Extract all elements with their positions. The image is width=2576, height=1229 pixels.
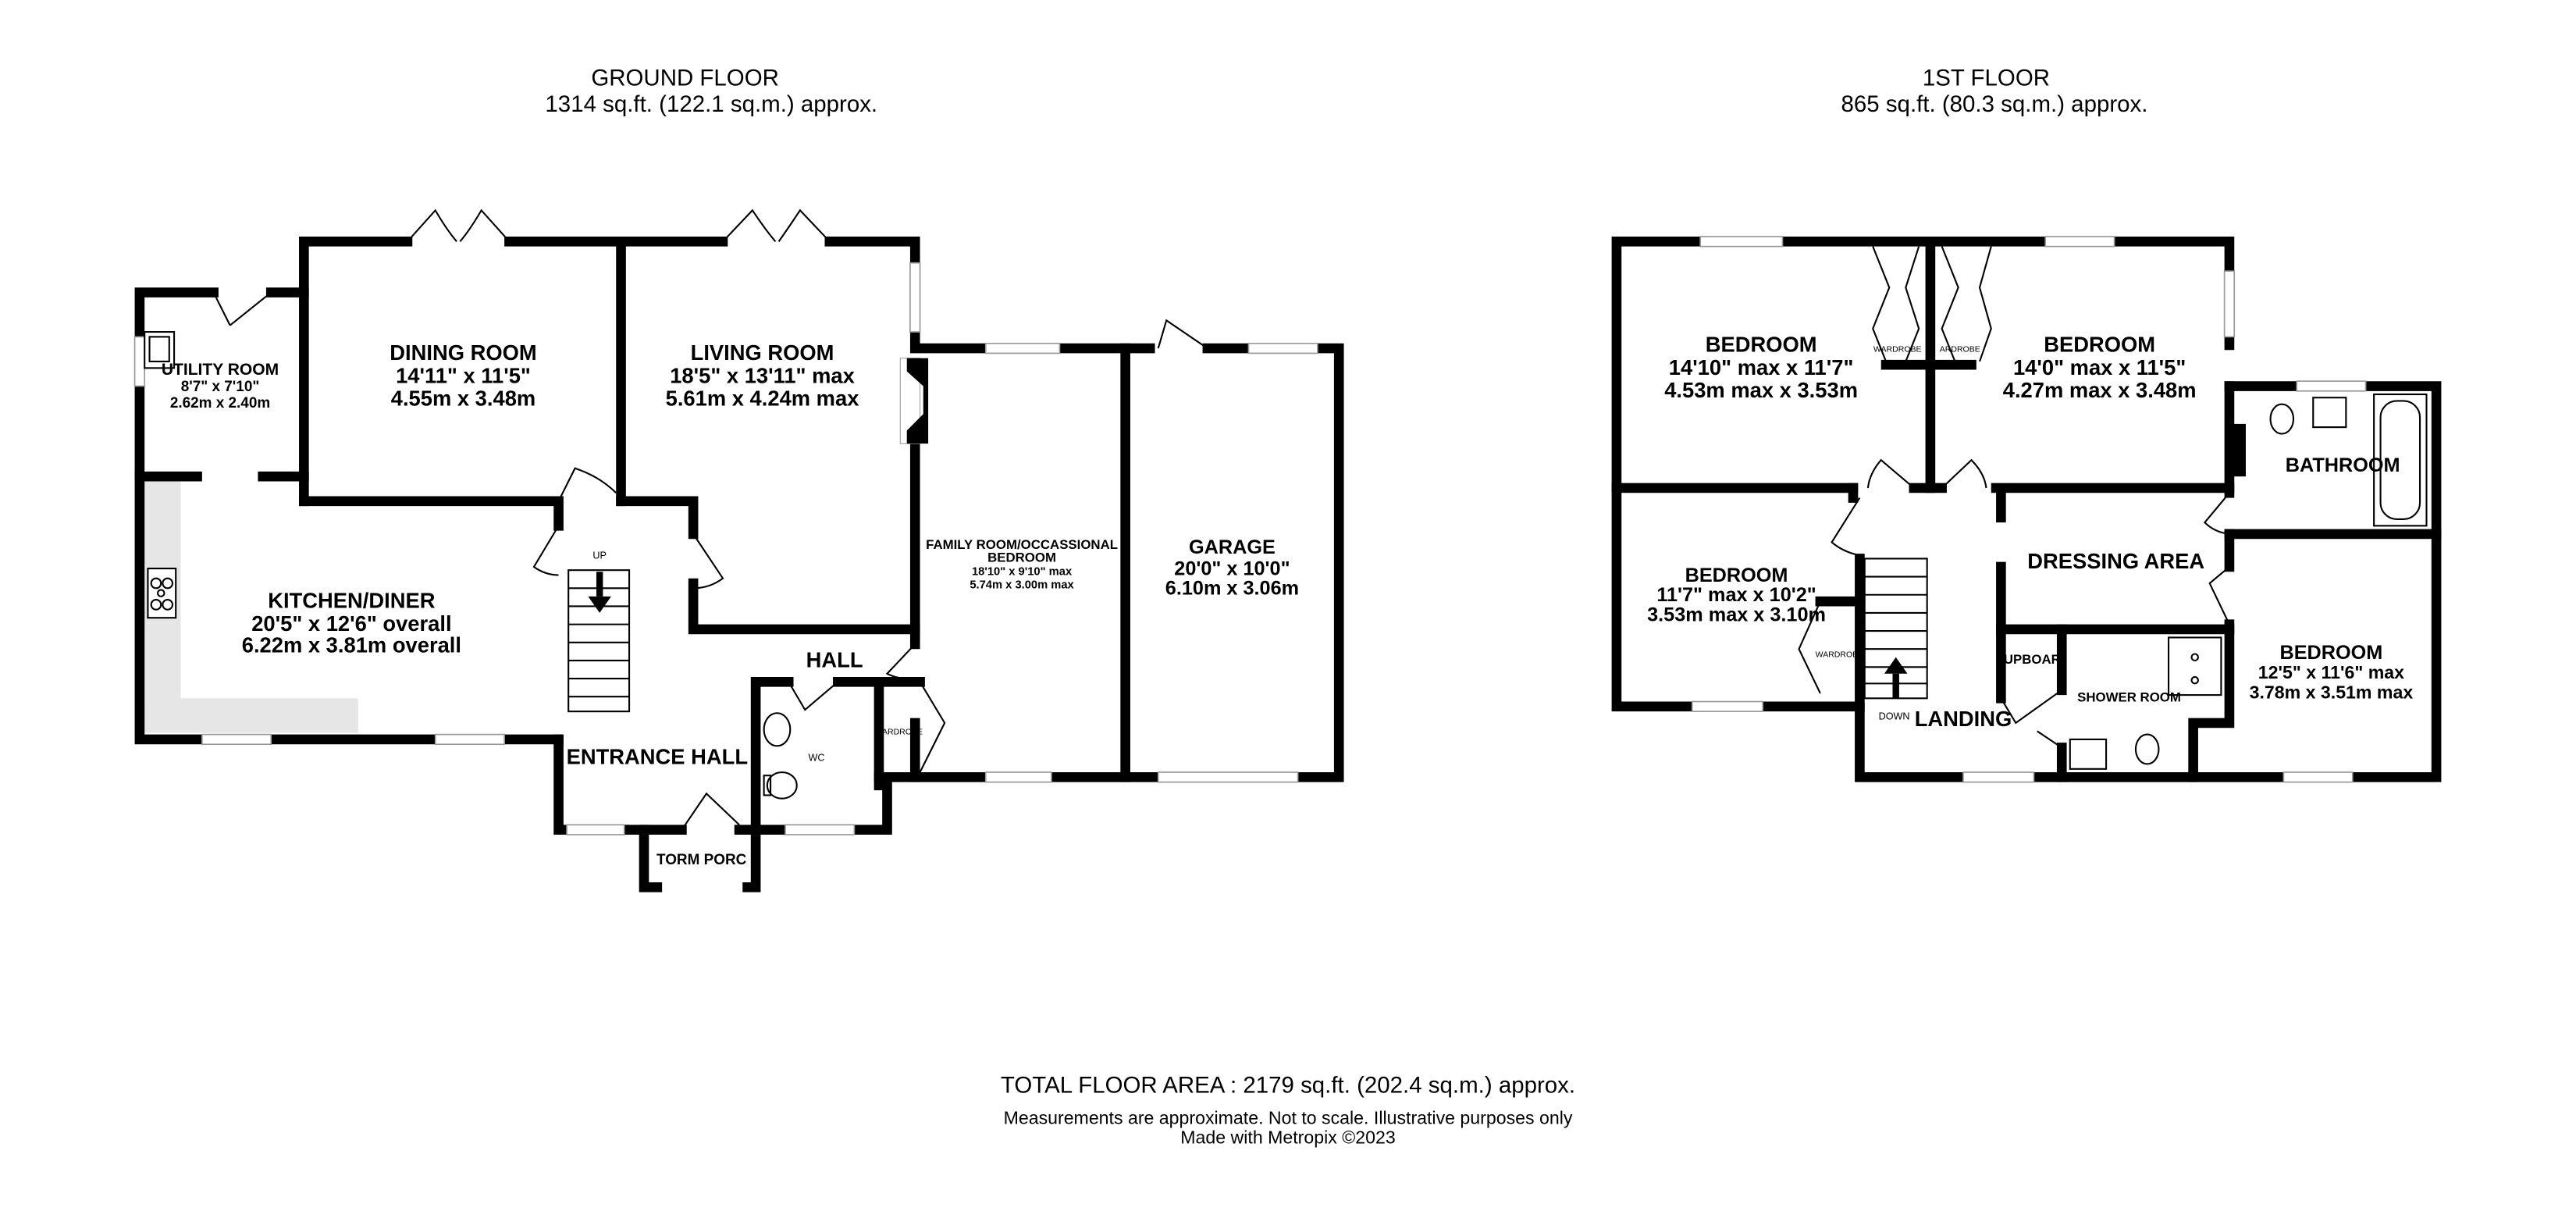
bedroom-4-imperial: 12'5" x 11'6" max [2258, 662, 2404, 682]
bedroom-3-imperial: 11'7" max x 10'2" [1656, 584, 1816, 606]
family-room-metric: 5.74m x 3.00m max [970, 579, 1074, 591]
wc-label: WC [808, 752, 824, 763]
first-floor-area: 865 sq.ft. (80.3 sq.m.) approx. [1841, 91, 2148, 117]
landing-label: LANDING [1915, 707, 2012, 731]
bedroom-4-label: BEDROOM [2279, 642, 2382, 664]
wardrobe-label: WARDROB [1816, 650, 1859, 660]
wardrobe-label: WARDROBE [1873, 344, 1922, 354]
toilet-icon [2269, 403, 2295, 435]
credit: Made with Metropix ©2023 [1180, 1127, 1395, 1148]
fireplace-icon [899, 358, 929, 444]
dressing-area-label: DRESSING AREA [2027, 549, 2204, 573]
total-floor-area: TOTAL FLOOR AREA : 2179 sq.ft. (202.4 sq… [1001, 1072, 1575, 1098]
basin-icon [763, 712, 792, 747]
living-room-label: LIVING ROOM [691, 340, 834, 365]
kitchen-metric: 6.22m x 3.81m overall [242, 632, 461, 657]
shower-room-label: SHOWER ROOM [2077, 690, 2181, 705]
kitchen-label: KITCHEN/DINER [268, 589, 435, 613]
wardrobe-label: ARDROBE [1940, 344, 1980, 354]
dining-room-label: DINING ROOM [390, 340, 536, 365]
garage-metric: 6.10m x 3.06m [1165, 578, 1299, 600]
stairs-down-label: DOWN [1879, 711, 1910, 722]
bedroom-1-metric: 4.53m max x 3.53m [1664, 378, 1858, 402]
hall-label: HALL [806, 647, 863, 671]
dining-room-imperial: 14'11" x 11'5" [396, 363, 531, 387]
basin-icon [2069, 738, 2108, 770]
dining-room-metric: 4.55m x 3.48m [391, 387, 535, 411]
bedroom-4-metric: 3.78m x 3.51m max [2250, 682, 2414, 702]
doors [1798, 246, 2230, 749]
kitchen-counter [144, 698, 358, 733]
sink-icon [144, 331, 176, 369]
bedroom-2-imperial: 14'0" max x 11'5" [2013, 355, 2186, 379]
utility-room-label: UTILITY ROOM [162, 361, 279, 379]
ground-floor-title: GROUND FLOOR [591, 65, 779, 91]
kitchen-imperial: 20'5" x 12'6" overall [251, 611, 451, 636]
living-room-imperial: 18'5" x 13'11" max [670, 363, 855, 387]
bathroom-label: BATHROOM [2286, 454, 2400, 476]
bedroom-3-metric: 3.53m max x 3.10m [1647, 604, 1826, 625]
toilet-icon [2134, 733, 2160, 765]
stairs-icon [1863, 558, 1928, 700]
bedroom-1-label: BEDROOM [1706, 332, 1817, 356]
doors [212, 208, 1208, 831]
ground-floor-area: 1314 sq.ft. (122.1 sq.m.) approx. [545, 91, 877, 117]
bath-icon [2373, 393, 2428, 527]
bedroom-3-label: BEDROOM [1685, 565, 1788, 586]
living-room-metric: 5.61m x 4.24m max [666, 387, 859, 411]
family-room-label: FAMILY ROOM/OCCASSIONAL [926, 537, 1118, 552]
basin-icon [2312, 397, 2347, 429]
garage-label: GARAGE [1189, 536, 1276, 558]
family-room-label-2: BEDROOM [987, 550, 1056, 565]
porch-label: TORM PORC [656, 852, 747, 868]
garage-imperial: 20'0" x 10'0" [1174, 558, 1290, 579]
utility-room-imperial: 8'7" x 7'10" [181, 379, 260, 395]
first-floor-plan: BEDROOM 14'10" max x 11'7" 4.53m max x 3… [1611, 236, 2442, 783]
first-floor-title: 1ST FLOOR [1923, 65, 2050, 91]
ground-floor-plan: UTILITY ROOM 8'7" x 7'10" 2.62m x 2.40m … [133, 208, 1344, 892]
bedroom-2-metric: 4.27m max x 3.48m [2003, 378, 2197, 402]
bedroom-2-label: BEDROOM [2044, 332, 2155, 356]
family-room-imperial: 18'10" x 9'10" max [972, 565, 1073, 578]
windows [1691, 236, 2367, 783]
shower-icon [2168, 636, 2222, 696]
entrance-hall-label: ENTRANCE HALL [567, 744, 748, 768]
chimney [2229, 423, 2246, 477]
hob-icon [147, 568, 177, 619]
stairs-icon [568, 569, 631, 713]
wardrobe-label: WARDROBE [874, 728, 923, 737]
utility-room-metric: 2.62m x 2.40m [170, 395, 270, 411]
toilet-icon [763, 771, 798, 800]
stairs-up-label: UP [592, 550, 607, 561]
cupboard-label: UPBOAR [2004, 652, 2061, 667]
disclaimer: Measurements are approximate. Not to sca… [1004, 1107, 1573, 1127]
bedroom-1-imperial: 14'10" max x 11'7" [1669, 355, 1854, 379]
windows [133, 262, 1318, 835]
walls [134, 237, 1344, 892]
